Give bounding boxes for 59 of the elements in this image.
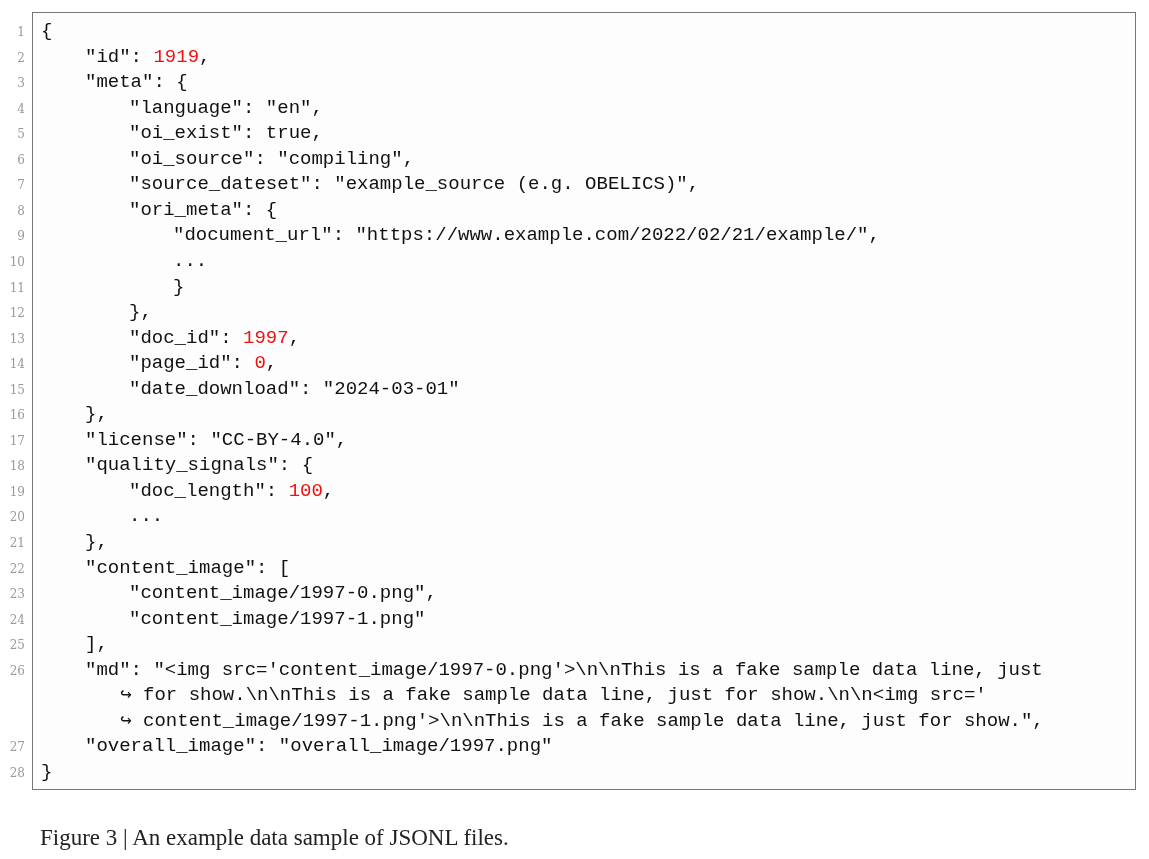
code-line: },: [85, 402, 108, 428]
code-line: "ori_meta": {: [129, 197, 278, 223]
line-number: 5: [16, 127, 25, 142]
line-number: 19: [8, 484, 25, 499]
code-line: ...: [173, 248, 208, 274]
code-line: ↪ for show.\n\nThis is a fake sample data line, just for show.\n\n<img src=': [120, 683, 987, 709]
line-number: 23: [8, 587, 25, 602]
code-line: "oi_source": "compiling",: [129, 146, 415, 172]
line-number: 9: [16, 229, 25, 244]
code-line: "content_image/1997-0.png",: [129, 581, 437, 607]
code-line: "doc_length": 100,: [129, 478, 335, 504]
code-line: "overall_image": "overall_image/1997.png": [85, 734, 553, 760]
line-number: 16: [8, 408, 25, 423]
code-line: "language": "en",: [129, 95, 323, 121]
line-number: 1: [16, 25, 25, 39]
line-number: 3: [16, 76, 25, 91]
code-line: "content_image/1997-1.png": [129, 606, 426, 632]
line-number: 24: [8, 612, 25, 627]
line-number: 7: [16, 178, 25, 193]
line-number: 10: [8, 254, 25, 269]
code-line: "oi_exist": true,: [129, 121, 323, 147]
line-number: 6: [16, 152, 25, 167]
code-line: "document_url": "https://www.example.com/2022/02/21/example/",: [173, 223, 880, 249]
line-number: 14: [8, 357, 25, 372]
code-line: "meta": {: [85, 70, 188, 96]
code-line: "source_dateset": "example_source (e.g. OBELICS)",: [129, 172, 700, 198]
line-number: 18: [8, 459, 25, 474]
line-number: 28: [8, 765, 25, 780]
line-number: 20: [8, 510, 25, 525]
code-line: "date_download": "2024-03-01": [129, 376, 460, 402]
line-number: 25: [8, 638, 25, 653]
code-line: "doc_id": 1997,: [129, 325, 301, 351]
line-number: 26: [8, 663, 25, 678]
code-line: "license": "CC-BY-4.0",: [85, 427, 348, 453]
code-line: }: [173, 274, 185, 300]
line-number: 22: [8, 561, 25, 576]
line-number: 27: [8, 740, 25, 755]
code-line: "content_image": [: [85, 555, 291, 581]
code-line: ],: [85, 632, 108, 658]
line-number: 13: [8, 331, 25, 346]
line-number: 21: [8, 536, 25, 550]
line-number: 2: [16, 50, 25, 65]
code-line: "id": 1919,: [85, 44, 211, 70]
figure-caption: Figure 3 | An example data sample of JSONL files.: [40, 825, 509, 851]
code-line: },: [129, 300, 152, 326]
line-number: 4: [16, 101, 25, 116]
line-number: 11: [8, 280, 25, 295]
line-number: 17: [8, 433, 25, 448]
code-line: ...: [129, 504, 164, 530]
code-line: "md": "<img src='content_image/1997-0.png'>\n\nThis is a fake sample data line, just: [85, 657, 1043, 683]
line-number: 15: [8, 382, 25, 397]
code-line: },: [85, 530, 108, 555]
line-number: 8: [16, 203, 25, 218]
code-line: "page_id": 0,: [129, 351, 278, 377]
code-line: "quality_signals": {: [85, 453, 314, 479]
code-line: }: [41, 759, 53, 785]
code-line: ↪ content_image/1997-1.png'>\n\nThis is a fake sample data line, just for show.",: [120, 708, 1044, 734]
line-number: 12: [8, 306, 25, 321]
code-line: {: [41, 19, 53, 44]
